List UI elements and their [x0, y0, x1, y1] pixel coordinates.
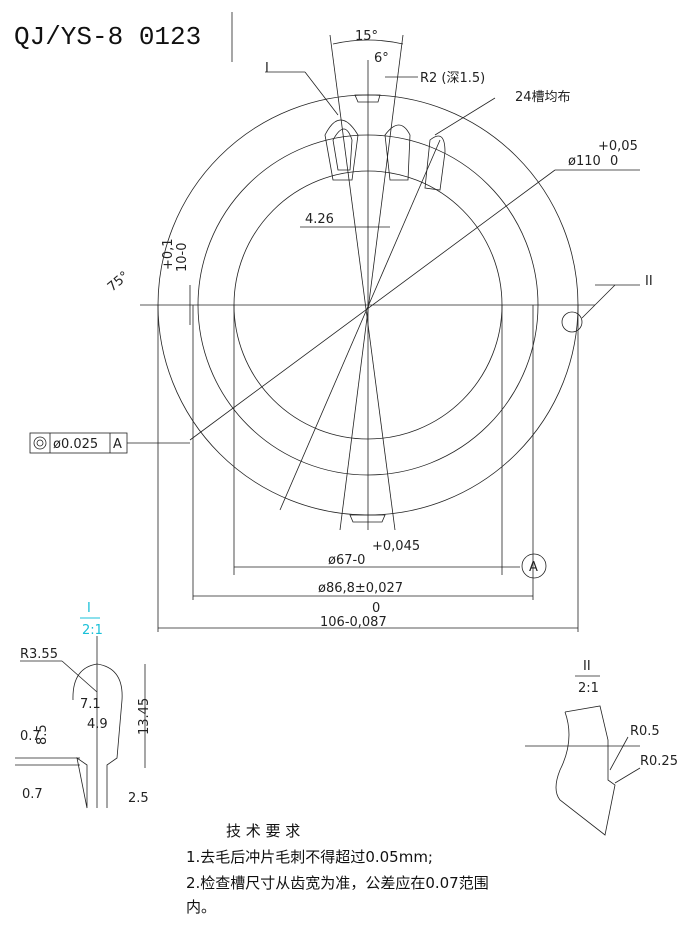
notch-radius-label: R2 (深1.5) [420, 71, 485, 86]
note-item: 1.去毛后冲片毛刺不得超过0.05mm; [186, 848, 433, 866]
angle-6-label: 6° [374, 51, 389, 66]
detail-I-scale: 2:1 [82, 623, 103, 638]
key-tol-lower: 10-0 [175, 242, 190, 272]
tolerance-value: ø0.025 [53, 437, 98, 452]
width-71: 7.1 [80, 697, 101, 712]
inner-dia-tol: +0,045 [372, 539, 420, 554]
overall-dim-label: 106-0,087 [320, 615, 387, 630]
slot [384, 124, 411, 181]
height-85: 8.5 [35, 724, 50, 745]
inner-dia-label: ø67-0 [328, 553, 365, 568]
slot [332, 128, 353, 171]
angle-15-arc [332, 39, 404, 45]
mid-dia-label: ø86,8±0,027 [318, 581, 403, 596]
datum-A-bubble [521, 553, 547, 579]
leader [304, 71, 339, 116]
angle-line [339, 34, 404, 531]
outer-dia-label: ø110 [568, 154, 601, 169]
detail-II: II 2:1 R0.5 R0.25 [525, 659, 678, 836]
neck-width: 2.5 [128, 791, 149, 806]
slot [324, 119, 359, 181]
technical-requirements: 技 术 要 求 1.去毛后冲片毛刺不得超过0.05mm; 2.检查槽尺寸从齿宽为… [186, 822, 489, 916]
detail-II-callout: II [645, 274, 653, 289]
leader [434, 97, 496, 136]
note-item: 内。 [186, 898, 216, 916]
outer-dia-tol-lower: 0 [610, 154, 618, 169]
thickness-07b: 0.7 [22, 787, 43, 802]
tolerance-datum: A [113, 437, 122, 452]
width-49: 4.9 [87, 717, 108, 732]
detail-II-marker [561, 311, 583, 333]
radius-025: R0.25 [640, 754, 678, 769]
overall-tol: 0 [372, 601, 380, 616]
slot [424, 135, 446, 191]
key-tol-upper: +0,1 [161, 238, 176, 270]
angle-75-label: 75° [105, 269, 132, 295]
notch-top [354, 94, 381, 103]
outer-dia-tol-upper: +0,05 [598, 139, 638, 154]
slot-note: 24槽均布 [515, 90, 571, 105]
notch-bottom [349, 514, 386, 523]
concentricity-icon [33, 436, 47, 450]
detail-II-scale: 2:1 [578, 681, 599, 696]
angle-15-label: 15° [355, 29, 378, 44]
detail-I-title: I [87, 601, 91, 616]
radius-05: R0.5 [630, 724, 660, 739]
angle-line [279, 139, 441, 511]
drawing-number: QJ/YS-8 0123 [14, 22, 201, 52]
slot-width-label: 4.26 [305, 212, 334, 227]
detail-I: I 2:1 R3.55 7.1 4.9 8.5 13.45 0.7 0.7 2.… [15, 601, 152, 809]
note-item: 2.检查槽尺寸从齿宽为准，公差应在0.07范围 [186, 874, 489, 892]
notes-heading: 技 术 要 求 [226, 822, 300, 840]
angle-line [329, 34, 396, 531]
leader [581, 284, 616, 319]
radius-label: R3.55 [20, 647, 58, 662]
height-1345: 13.45 [137, 698, 152, 735]
leader-diameter [189, 169, 556, 441]
main-view: 15° 6° R2 (深1.5) I 24槽均布 +0,05 ø110 0 4.… [29, 29, 653, 632]
detail-I-callout: I [265, 61, 269, 76]
thickness-07a: 0.7 [20, 729, 41, 744]
concentricity-frame: ø0.025 A [29, 432, 190, 454]
datum-A-label: A [529, 560, 538, 575]
detail-II-title: II [583, 659, 591, 674]
